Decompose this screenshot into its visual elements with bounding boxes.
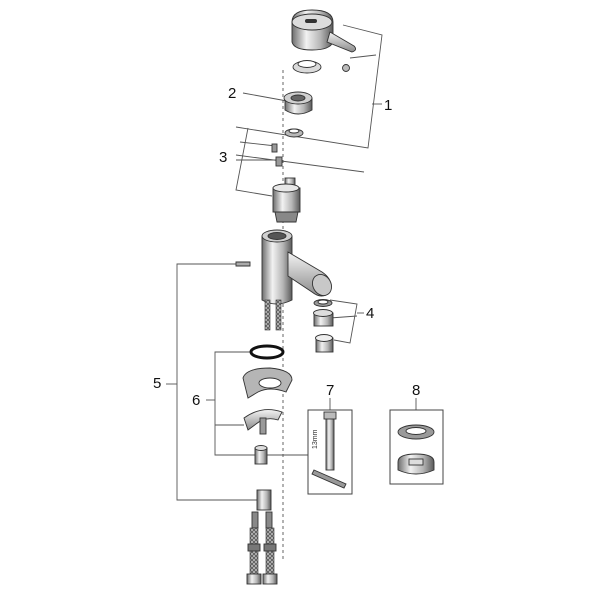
callout-3: 3 [219, 149, 227, 166]
callout-4: 4 [366, 305, 374, 322]
screws [271, 143, 283, 167]
o-ring [249, 344, 285, 360]
cover-ring [292, 60, 322, 74]
tool-size-label: 13mm [312, 429, 319, 449]
callout-7: 7 [326, 382, 334, 399]
cartridge-nut [283, 91, 313, 115]
cartridge [272, 177, 301, 223]
callout-8: 8 [412, 382, 420, 399]
callout-1: 1 [384, 97, 392, 114]
seal-kit-box [389, 409, 444, 485]
mounting-clamp [243, 409, 283, 465]
rubber-washer [242, 367, 293, 399]
callouts: 1 2 3 4 5 6 7 8 [153, 85, 420, 409]
leader-lines [166, 24, 417, 501]
tool-box: 13mm [307, 409, 353, 495]
callout-2: 2 [228, 85, 236, 102]
faucet-body [235, 229, 332, 331]
thrust-ring [284, 128, 304, 138]
lever-handle [291, 9, 357, 72]
callout-6: 6 [192, 392, 200, 409]
flex-hoses [246, 489, 278, 585]
callout-5: 5 [153, 375, 161, 392]
aerator-set [313, 299, 334, 353]
